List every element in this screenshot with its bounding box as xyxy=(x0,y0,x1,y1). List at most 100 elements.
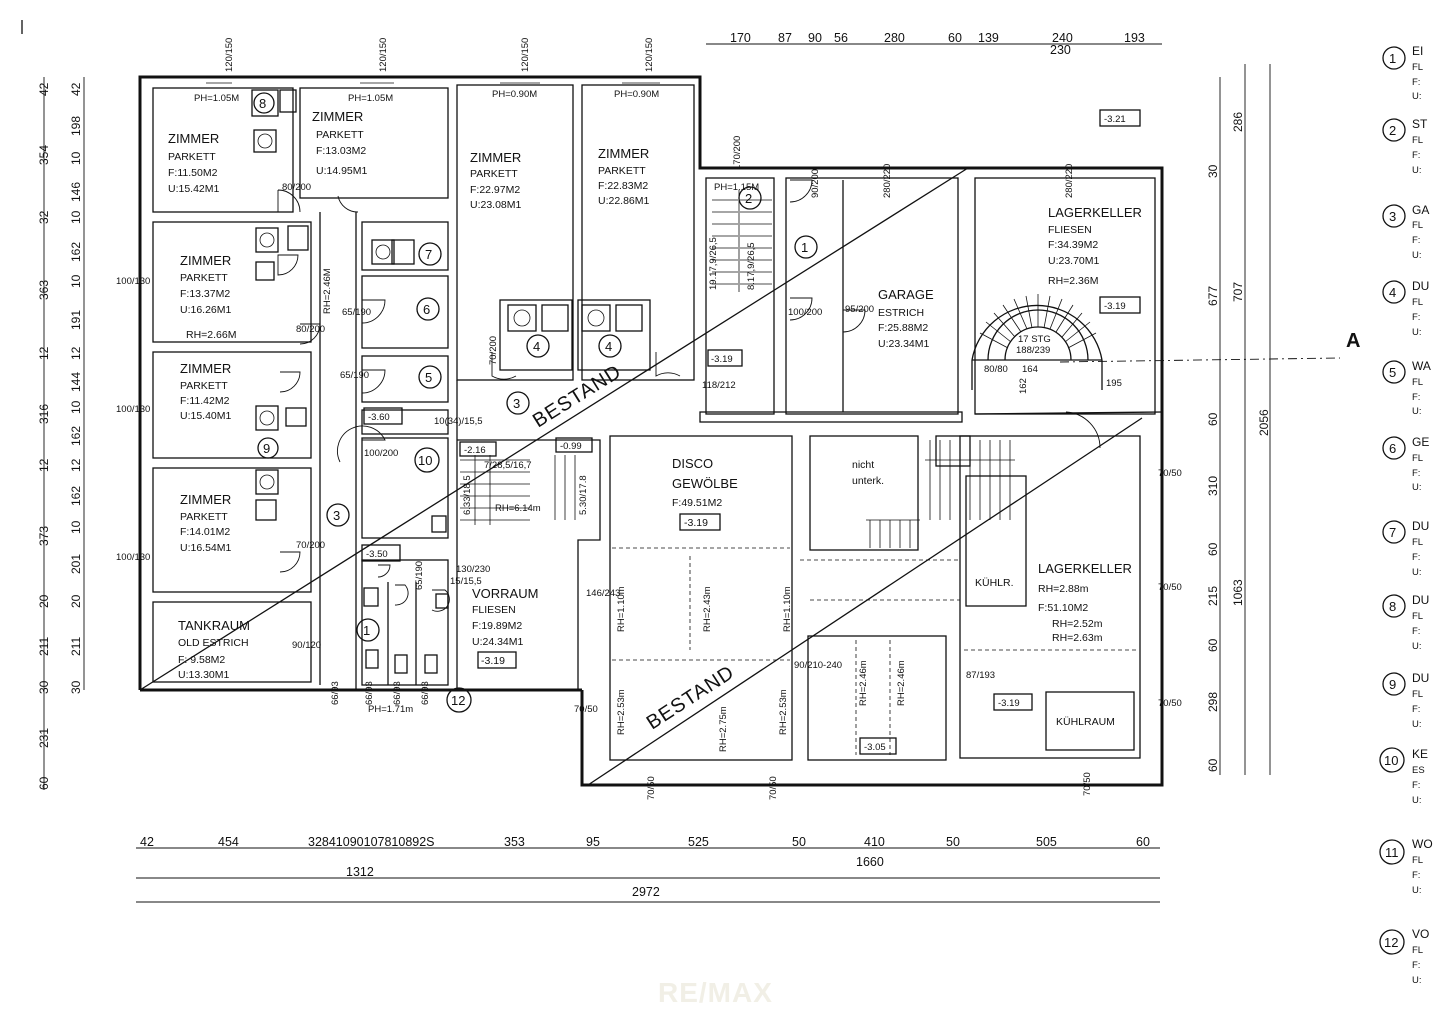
section-line-a xyxy=(1059,357,1341,363)
svg-text:-3.50: -3.50 xyxy=(366,549,388,560)
svg-text:-3.60: -3.60 xyxy=(368,412,390,423)
svg-text:DU: DU xyxy=(1412,593,1429,607)
remax-watermark: RE/MAX xyxy=(658,977,773,1008)
svg-text:20: 20 xyxy=(37,594,51,608)
svg-text:8: 8 xyxy=(1389,599,1396,614)
legend-item-12: 12 VO FL F: U: xyxy=(1379,927,1429,986)
svg-text:2056: 2056 xyxy=(1257,409,1271,436)
svg-text:RH=2.66M: RH=2.66M xyxy=(186,329,236,341)
svg-text:4: 4 xyxy=(605,339,612,354)
svg-text:LAGERKELLER: LAGERKELLER xyxy=(1038,561,1132,576)
svg-text:4: 4 xyxy=(1389,285,1396,300)
svg-text:120/150: 120/150 xyxy=(520,38,531,72)
svg-text:F:: F: xyxy=(1412,870,1420,881)
ph-label: PH=1.05M xyxy=(194,93,239,104)
svg-text:DISCO: DISCO xyxy=(672,456,713,471)
svg-text:U:23.08M1: U:23.08M1 xyxy=(470,199,522,211)
svg-text:100/130: 100/130 xyxy=(116,404,150,415)
svg-text:60: 60 xyxy=(1206,758,1220,772)
svg-text:-3.19: -3.19 xyxy=(1104,301,1126,312)
svg-text:162: 162 xyxy=(69,426,83,446)
svg-text:FL: FL xyxy=(1412,689,1423,700)
svg-text:RH=2.63m: RH=2.63m xyxy=(1052,632,1103,644)
svg-text:RH=1.10m: RH=1.10m xyxy=(616,586,627,632)
svg-text:F: 9.58M2: F: 9.58M2 xyxy=(178,654,225,666)
room-zimmer-6: ZIMMER PARKETT F:11.42M2 U:15.40M1 xyxy=(180,361,232,422)
svg-text:162: 162 xyxy=(69,486,83,506)
svg-text:-2.16: -2.16 xyxy=(464,445,486,456)
room-number-8: 8 xyxy=(253,92,275,114)
svg-text:5: 5 xyxy=(1389,365,1396,380)
svg-text:95/200: 95/200 xyxy=(845,304,874,315)
svg-text:707: 707 xyxy=(1231,282,1245,302)
svg-text:5: 5 xyxy=(425,370,432,385)
door-swings xyxy=(277,179,866,612)
svg-text:162: 162 xyxy=(1018,378,1029,394)
svg-text:PARKETT: PARKETT xyxy=(316,129,364,141)
svg-text:65/190: 65/190 xyxy=(414,561,425,590)
svg-text:70/50: 70/50 xyxy=(1158,582,1182,593)
room-zimmer-2: ZIMMER PARKETT F:13.03M2 U:14.95M1 xyxy=(312,109,368,177)
svg-text:230: 230 xyxy=(1050,43,1071,57)
svg-text:DU: DU xyxy=(1412,671,1429,685)
svg-text:F:19.89M2: F:19.89M2 xyxy=(472,620,522,632)
svg-text:ZIMMER: ZIMMER xyxy=(180,492,231,507)
svg-text:2972: 2972 xyxy=(632,885,660,899)
svg-text:PARKETT: PARKETT xyxy=(180,272,228,284)
svg-text:316: 316 xyxy=(37,404,51,424)
svg-text:363: 363 xyxy=(37,280,51,300)
legend-item-1: 1 EI FL F: U: xyxy=(1382,44,1423,102)
svg-text:U:: U: xyxy=(1412,641,1422,652)
svg-text:191: 191 xyxy=(69,310,83,330)
svg-text:130/230: 130/230 xyxy=(456,564,490,575)
svg-text:1: 1 xyxy=(801,240,808,255)
svg-text:F:: F: xyxy=(1412,312,1420,323)
svg-text:U:: U: xyxy=(1412,482,1422,493)
rh-label: RH=2.46M xyxy=(322,268,333,314)
svg-text:7/28,5/16,7: 7/28,5/16,7 xyxy=(484,460,532,471)
svg-text:144: 144 xyxy=(69,372,83,392)
svg-text:RH=2.36M: RH=2.36M xyxy=(1048,275,1098,287)
svg-text:1063: 1063 xyxy=(1231,579,1245,606)
room-number-1: 1 xyxy=(356,618,380,642)
svg-text:60: 60 xyxy=(948,31,962,45)
svg-text:90/200: 90/200 xyxy=(810,169,821,198)
svg-text:F:: F: xyxy=(1412,150,1420,161)
svg-text:10(34)/15,5: 10(34)/15,5 xyxy=(434,416,483,427)
kuehlr-label: KÜHLR. xyxy=(975,577,1014,589)
room-number-4: 4 xyxy=(598,334,622,358)
legend-item-11: 11 WO FL F: U: xyxy=(1379,837,1433,896)
svg-text:1: 1 xyxy=(363,623,370,638)
svg-text:280/220: 280/220 xyxy=(1064,164,1075,198)
svg-text:FLIESEN: FLIESEN xyxy=(472,604,516,616)
svg-text:F:: F: xyxy=(1412,392,1420,403)
svg-text:U:16.54M1: U:16.54M1 xyxy=(180,542,232,554)
legend-item-4: 4 DU FL F: U: xyxy=(1382,279,1429,338)
svg-text:U:: U: xyxy=(1412,91,1422,102)
svg-text:-3.19: -3.19 xyxy=(711,354,733,365)
svg-text:32841090107810892S: 32841090107810892S xyxy=(308,835,435,849)
svg-text:66/93: 66/93 xyxy=(364,681,375,705)
svg-text:-0.99: -0.99 xyxy=(560,441,582,452)
legend-item-5: 5 WA FL F: U: xyxy=(1382,359,1431,417)
room-zimmer-5: ZIMMER PARKETT F:13.37M2 U:16.26M1 RH=2.… xyxy=(180,253,236,341)
svg-text:60: 60 xyxy=(37,776,51,790)
ph-label: PH=0.90M xyxy=(614,89,659,100)
svg-text:U:23.34M1: U:23.34M1 xyxy=(878,338,930,350)
svg-text:F:: F: xyxy=(1412,704,1420,715)
svg-text:ZIMMER: ZIMMER xyxy=(168,131,219,146)
svg-text:F:: F: xyxy=(1412,780,1420,791)
svg-text:U:16.26M1: U:16.26M1 xyxy=(180,304,232,316)
vault-heights: RH=1.10m RH=2.43m RH=1.10m RH=2.53m RH=2… xyxy=(616,586,907,752)
svg-text:12: 12 xyxy=(69,458,83,472)
svg-text:3: 3 xyxy=(333,508,340,523)
svg-text:U:: U: xyxy=(1412,327,1422,338)
room-number-5: 5 xyxy=(418,365,442,389)
svg-text:6.33/18,5: 6.33/18,5 xyxy=(462,475,473,515)
svg-text:677: 677 xyxy=(1206,286,1220,306)
dimension-lines xyxy=(43,43,1271,903)
svg-text:F:: F: xyxy=(1412,626,1420,637)
svg-text:90/210-240: 90/210-240 xyxy=(794,660,842,671)
svg-text:RH=2.46m: RH=2.46m xyxy=(858,660,869,706)
svg-text:U:: U: xyxy=(1412,795,1422,806)
